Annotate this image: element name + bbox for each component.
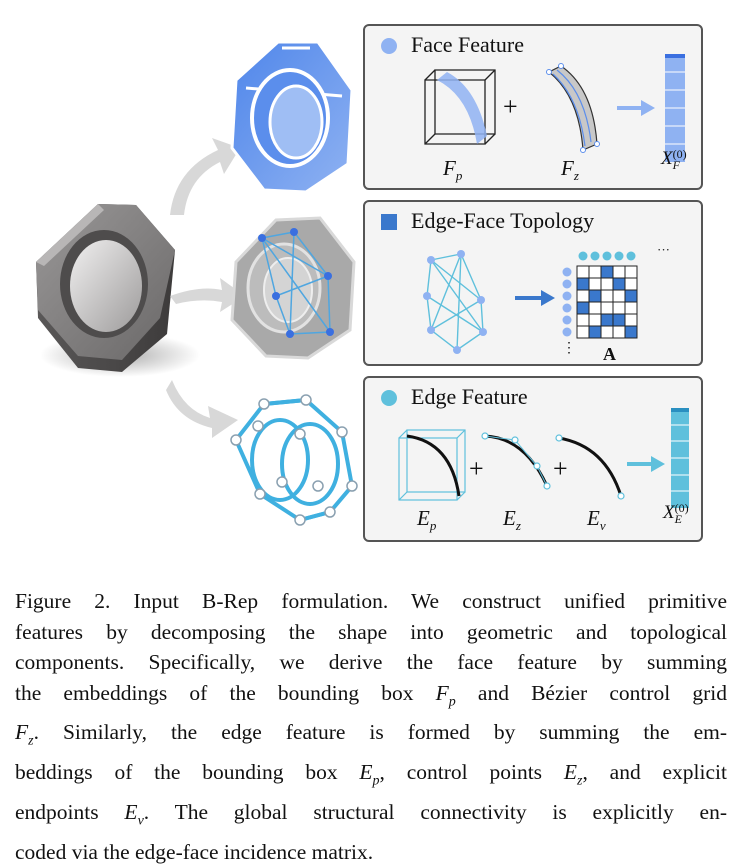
matrix-cell xyxy=(624,301,638,315)
caption-line: Figure 2. Input B-Rep formulation. We co… xyxy=(15,589,727,613)
edge-wireframe xyxy=(230,394,358,526)
caption-line: Fz. Similarly, the edge feature is forme… xyxy=(15,720,727,749)
figure-caption: Figure 2. Input B-Rep formulation. We co… xyxy=(15,586,727,867)
matrix-cell xyxy=(576,301,590,315)
caption-line: features by decomposing the shape into g… xyxy=(15,619,727,644)
edge-bbox-icon xyxy=(398,429,466,501)
label-xf: X(0)F xyxy=(661,146,687,172)
matrix-row-dot xyxy=(562,267,572,277)
output-vector-icon xyxy=(671,408,689,508)
matrix-cell xyxy=(588,289,602,303)
edge-feature-panel: Edge Feature + + xyxy=(363,376,703,542)
matrix-cell xyxy=(612,277,626,291)
edge-control-points-icon xyxy=(481,432,551,490)
edge-endpoints-icon xyxy=(555,434,625,500)
topology-panel: Edge-Face Topology A ··· ⋮ xyxy=(363,200,703,366)
incidence-matrix xyxy=(562,251,638,339)
matrix-cell xyxy=(600,265,614,279)
matrix-cell xyxy=(612,313,626,327)
matrix-cell xyxy=(624,265,638,279)
matrix-cell xyxy=(588,301,602,315)
topology-legend-square xyxy=(381,214,397,230)
face-graph xyxy=(426,253,484,351)
caption-line: components. Specifically, we derive the … xyxy=(15,650,727,674)
topology-nut xyxy=(230,216,356,360)
matrix-cell xyxy=(612,301,626,315)
caption-line: coded via the edge-face incidence matrix… xyxy=(15,839,374,864)
arrow-right-icon xyxy=(627,456,665,472)
arrow-right-icon xyxy=(617,100,655,116)
matrix-ellipsis-v: ⋮ xyxy=(562,341,576,356)
matrix-ellipsis-h: ··· xyxy=(657,242,670,257)
edge-panel-title: Edge Feature xyxy=(411,384,528,409)
caption-line: endpoints Ev. The global structural conn… xyxy=(15,799,727,829)
control-grid-icon xyxy=(546,63,600,153)
matrix-cell xyxy=(576,265,590,279)
matrix-row-dot xyxy=(562,279,572,289)
matrix-cell xyxy=(576,325,590,339)
output-vector-icon xyxy=(665,54,685,162)
face-panel-title: Face Feature xyxy=(411,32,524,57)
matrix-cell xyxy=(588,265,602,279)
matrix-cell xyxy=(600,277,614,291)
label-fp: Fp xyxy=(443,156,463,184)
matrix-cell xyxy=(588,277,602,291)
matrix-column-dot xyxy=(590,251,600,261)
matrix-cell xyxy=(600,313,614,327)
matrix-row-dot xyxy=(562,327,572,337)
label-ez: Ez xyxy=(503,506,521,534)
label-fz: Fz xyxy=(561,156,579,184)
face-nut xyxy=(230,40,354,194)
matrix-row-dot xyxy=(562,315,572,325)
matrix-cell xyxy=(600,289,614,303)
matrix-row-dot xyxy=(562,291,572,301)
plus-sign: + xyxy=(469,454,484,483)
bbox-cube-icon xyxy=(424,69,496,145)
topology-panel-graphics xyxy=(423,250,638,354)
face-panel-graphics xyxy=(424,54,685,162)
matrix-cell xyxy=(588,325,602,339)
figure: Face Feature xyxy=(36,24,703,542)
plus-sign: + xyxy=(503,92,518,121)
topology-panel-title: Edge-Face Topology xyxy=(411,208,595,233)
matrix-cell xyxy=(576,313,590,327)
label-ep: Ep xyxy=(417,506,437,534)
matrix-cell xyxy=(576,289,590,303)
matrix-column-dot xyxy=(602,251,612,261)
matrix-cell xyxy=(612,289,626,303)
matrix-cell xyxy=(624,289,638,303)
matrix-column-dot xyxy=(626,251,636,261)
matrix-cell xyxy=(600,325,614,339)
face-feature-panel: Face Feature xyxy=(363,24,703,190)
matrix-row-dot xyxy=(562,303,572,313)
plus-sign: + xyxy=(553,454,568,483)
caption-line: the embeddings of the bounding box Fp an… xyxy=(15,680,727,709)
matrix-cell xyxy=(624,325,638,339)
nut-shape xyxy=(36,204,200,377)
caption-line: beddings of the bounding box Ep, control… xyxy=(15,760,727,789)
matrix-cell xyxy=(624,313,638,327)
matrix-cell xyxy=(612,325,626,339)
matrix-column-dot xyxy=(578,251,588,261)
label-ev: Ev xyxy=(587,506,606,534)
matrix-cell xyxy=(600,301,614,315)
edge-legend-dot xyxy=(381,390,397,406)
matrix-cell xyxy=(612,265,626,279)
label-xe: X(0)E xyxy=(663,500,689,526)
arrow-right-icon xyxy=(515,290,555,306)
matrix-column-dot xyxy=(614,251,624,261)
matrix-cell xyxy=(624,277,638,291)
matrix-label-a: A xyxy=(603,344,616,364)
flow-arrows xyxy=(166,138,245,438)
matrix-cell xyxy=(576,277,590,291)
matrix-cell xyxy=(588,313,602,327)
edge-panel-graphics xyxy=(398,408,689,508)
figure-graphics xyxy=(36,40,358,526)
face-legend-dot xyxy=(381,38,397,54)
